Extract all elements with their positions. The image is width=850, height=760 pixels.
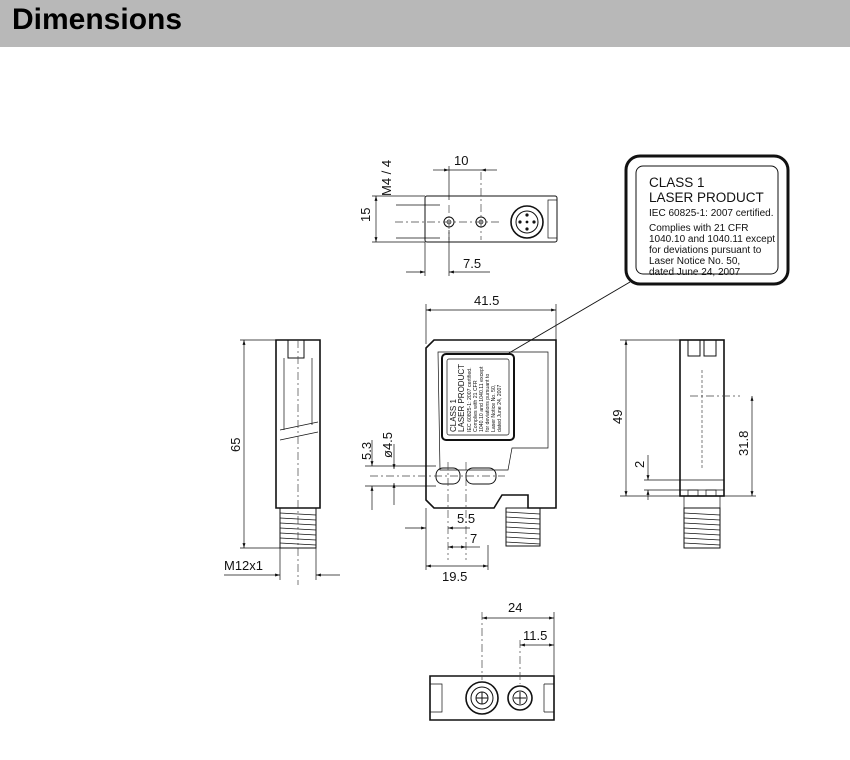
dim-dia-4-5: ø4.5 xyxy=(380,432,395,458)
top-view-rim xyxy=(547,199,558,239)
connector-pin-1 xyxy=(525,213,529,217)
laser-label-line7: Laser Notice No. 50, xyxy=(649,256,740,267)
connector-pin-3 xyxy=(525,227,529,231)
section-header: Dimensions xyxy=(0,0,850,47)
laser-label-line8: dated June 24, 2007 xyxy=(649,267,741,278)
front-view-recess xyxy=(437,351,549,471)
dim-m12x1: M12x1 xyxy=(224,558,263,573)
dim-5-3: 5.3 xyxy=(359,442,374,460)
bottom-connector-2 xyxy=(507,685,533,711)
laser-label-line4: Complies with 21 CFR xyxy=(649,223,748,234)
front-label-line1: CLASS 1 xyxy=(449,399,458,432)
dim-2: 2 xyxy=(632,461,647,468)
dim-7: 7 xyxy=(470,531,477,546)
dim-m4: M4 / 4 xyxy=(379,160,394,196)
laser-label-line6: for deviations pursuant to xyxy=(649,245,762,256)
left-view-notch xyxy=(287,339,305,359)
laser-label-frame xyxy=(624,154,790,286)
dim-11-5: 11.5 xyxy=(523,628,547,643)
section-title: Dimensions xyxy=(12,3,183,36)
front-label-line7: Laser Notice No. 50, xyxy=(491,385,497,432)
top-view: 10 M4 / 4 15 7.5 xyxy=(358,153,558,276)
dim-5-5: 5.5 xyxy=(457,511,475,526)
dim-10: 10 xyxy=(454,153,468,168)
left-view-edge xyxy=(279,431,319,441)
left-view-edge xyxy=(279,421,319,431)
dim-65: 65 xyxy=(228,438,243,452)
right-view-notch xyxy=(703,339,717,357)
bottom-view-body xyxy=(429,675,555,721)
front-label-line2: LASER PRODUCT xyxy=(457,364,466,432)
laser-label-line1: CLASS 1 xyxy=(649,175,705,190)
right-side-view: 49 2 31.8 xyxy=(610,339,756,549)
laser-label-line3: IEC 60825-1: 2007 certified. xyxy=(649,208,774,219)
connector-pin-4 xyxy=(518,220,522,224)
front-view: CLASS 1 LASER PRODUCT IEC 60825-1: 2007 … xyxy=(359,293,557,584)
leader-line xyxy=(508,281,631,354)
laser-label-line5: 1040.10 and 1040.11 except xyxy=(649,234,775,245)
dim-19-5: 19.5 xyxy=(442,569,467,584)
right-connector-thread xyxy=(683,512,721,546)
bottom-connector-1 xyxy=(465,681,499,715)
right-view-notch xyxy=(705,489,717,497)
bottom-view-edge xyxy=(543,683,554,713)
laser-label-inner-frame xyxy=(635,165,779,275)
front-label-line4: Complies with 21 CFR xyxy=(473,380,479,432)
connector-pin-5 xyxy=(525,220,529,224)
front-label-plate xyxy=(441,353,515,441)
dim-15: 15 xyxy=(358,208,373,222)
dim-49: 49 xyxy=(610,410,625,424)
front-connector-thread xyxy=(505,511,541,545)
bottom-view: 24 11.5 xyxy=(429,600,555,721)
dim-24: 24 xyxy=(508,600,522,615)
laser-label-line2: LASER PRODUCT xyxy=(649,190,764,205)
front-label-line5: 1040.10 and 1040.11 except xyxy=(479,366,485,432)
right-connector-collar xyxy=(683,495,721,509)
front-label-line6: for deviations pursuant to xyxy=(485,374,491,432)
dim-41-5: 41.5 xyxy=(474,293,499,308)
left-side-view: 65 M12x1 xyxy=(224,339,340,585)
right-view-notch xyxy=(687,489,699,497)
bottom-connector-1-inner xyxy=(470,686,494,710)
right-view-notch xyxy=(687,339,701,357)
dim-31-8: 31.8 xyxy=(736,431,751,456)
connector-pin-2 xyxy=(532,220,536,224)
bottom-connector-2-inner xyxy=(512,690,528,706)
left-view-body xyxy=(275,339,321,509)
dim-7-5: 7.5 xyxy=(463,256,481,271)
laser-label-callout: CLASS 1 LASER PRODUCT IEC 60825-1: 2007 … xyxy=(508,154,790,354)
bottom-view-edge xyxy=(430,683,443,713)
left-connector-thread xyxy=(279,512,317,546)
front-label-line3: IEC 60825-1: 2007 certified. xyxy=(467,367,473,432)
front-label-line8: dated June 24, 2007 xyxy=(497,385,503,432)
front-label-plate-inner xyxy=(446,358,510,436)
connector-inner xyxy=(515,210,539,234)
front-view-body xyxy=(425,339,557,509)
connector-outer xyxy=(510,205,544,239)
